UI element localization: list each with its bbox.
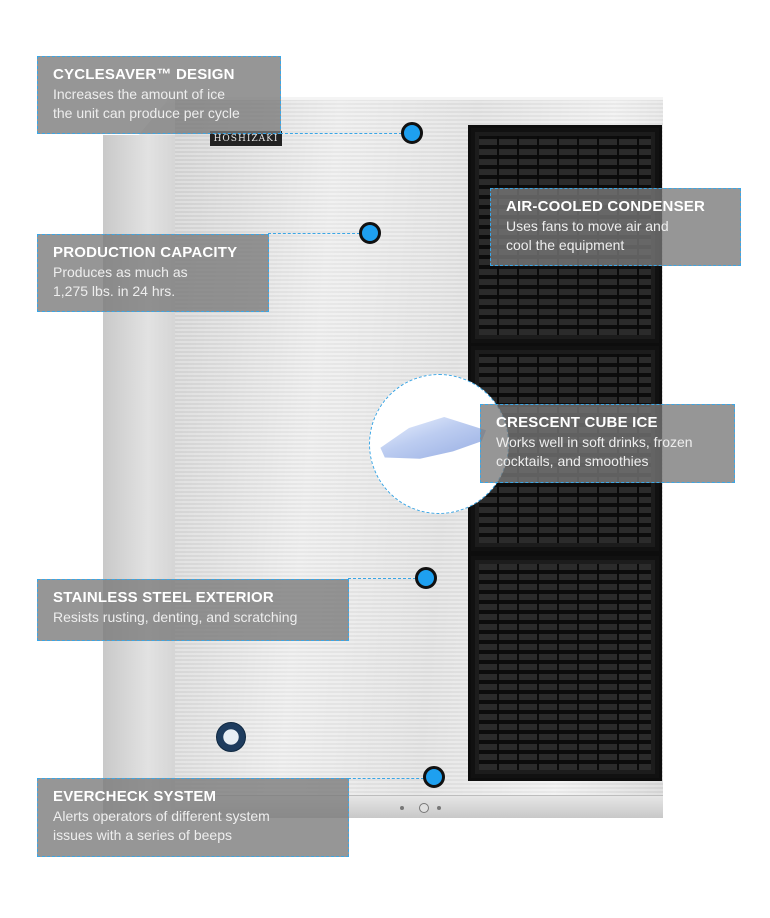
callout-title: EVERCHECK SYSTEM	[53, 788, 217, 805]
leader-line-stainless	[348, 578, 416, 579]
leader-line-production	[268, 233, 360, 234]
brand-logo-badge	[216, 722, 246, 752]
crescent-ice-cube-image	[380, 417, 486, 459]
callout-description: Increases the amount of ice	[53, 86, 225, 102]
callout-description: 1,275 lbs. in 24 hrs.	[53, 283, 176, 299]
callout-description: the unit can produce per cycle	[53, 105, 240, 121]
callout-description: cool the equipment	[506, 237, 625, 253]
callout-description: Resists rusting, denting, and scratching	[53, 609, 298, 625]
leader-line-cyclesaver	[280, 133, 402, 134]
base-knob	[419, 803, 429, 813]
callout-description: Uses fans to move air and	[506, 218, 669, 234]
hotspot-evercheck[interactable]	[423, 766, 445, 788]
callout-description: cocktails, and smoothies	[496, 453, 649, 469]
callout-air-cooled-condenser: AIR-COOLED CONDENSER Uses fans to move a…	[490, 188, 741, 266]
callout-description: issues with a series of beeps	[53, 827, 232, 843]
callout-description: Produces as much as	[53, 264, 188, 280]
brand-nameplate: HOSHIZAKI	[210, 131, 282, 146]
callout-title: STAINLESS STEEL EXTERIOR	[53, 589, 274, 606]
callout-stainless-steel-exterior: STAINLESS STEEL EXTERIOR Resists rusting…	[37, 579, 349, 641]
callout-evercheck-system: EVERCHECK SYSTEM Alerts operators of dif…	[37, 778, 349, 857]
base-indicator-dot	[437, 806, 441, 810]
callout-title: PRODUCTION CAPACITY	[53, 244, 238, 261]
callout-title: CRESCENT CUBE ICE	[496, 414, 658, 431]
callout-description: Alerts operators of different system	[53, 808, 270, 824]
hotspot-cyclesaver[interactable]	[401, 122, 423, 144]
base-indicator-dot	[400, 806, 404, 810]
callout-description: Works well in soft drinks, frozen	[496, 434, 693, 450]
leader-line-evercheck	[348, 778, 424, 779]
callout-title: CYCLESAVER™ DESIGN	[53, 66, 235, 83]
hotspot-stainless[interactable]	[415, 567, 437, 589]
condenser-grille-lower	[468, 553, 662, 781]
callout-cyclesaver: CYCLESAVER™ DESIGN Increases the amount …	[37, 56, 281, 134]
callout-title: AIR-COOLED CONDENSER	[506, 198, 706, 215]
hotspot-production[interactable]	[359, 222, 381, 244]
callout-production-capacity: PRODUCTION CAPACITY Produces as much as …	[37, 234, 269, 312]
callout-crescent-cube-ice: CRESCENT CUBE ICE Works well in soft dri…	[480, 404, 735, 483]
